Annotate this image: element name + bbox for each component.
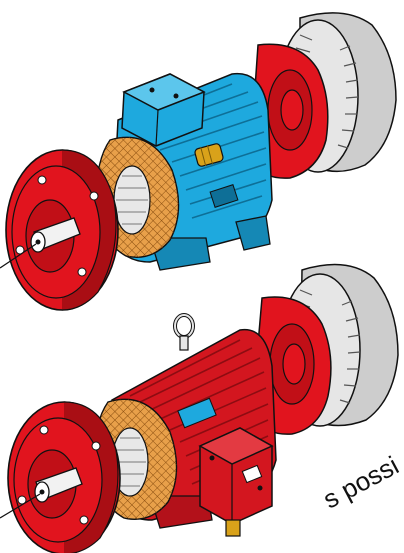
- top-shaft: [0, 217, 81, 269]
- bottom-terminal-box: [198, 427, 274, 537]
- top-cable-gland: [194, 143, 224, 167]
- bottom-shaft: [0, 467, 83, 519]
- top-motor-assembly: [0, 12, 397, 311]
- bottom-eye-bolt: [173, 313, 195, 351]
- top-terminal-box: [121, 73, 206, 147]
- bottom-motor-assembly: [0, 263, 399, 553]
